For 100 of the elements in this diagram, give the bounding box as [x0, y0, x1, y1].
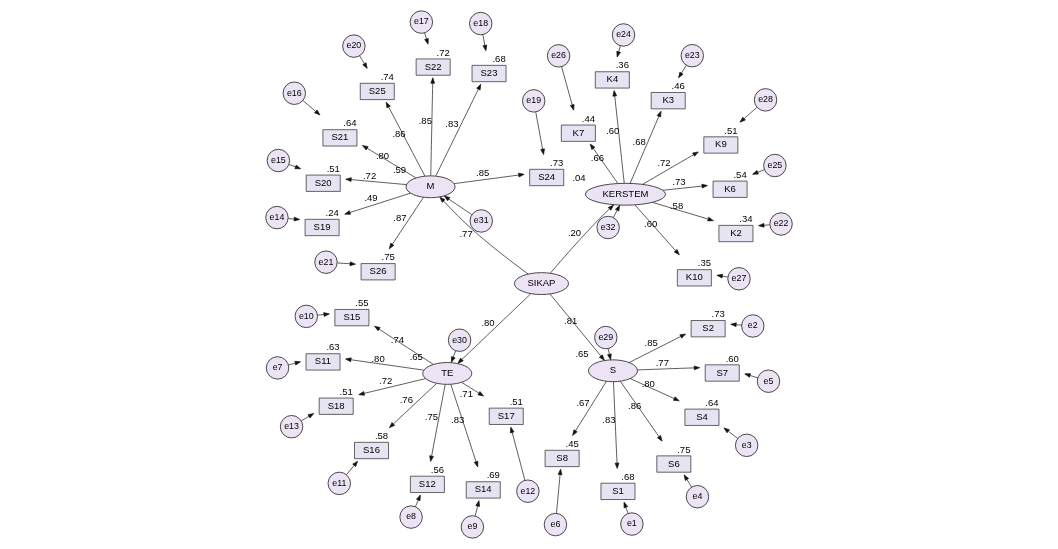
arrow — [716, 273, 729, 279]
node-circle: e18 — [469, 11, 493, 36]
arrow — [482, 34, 488, 52]
edge-label: .83 — [445, 118, 459, 130]
node-label: .51 — [326, 162, 340, 174]
arrow — [424, 32, 429, 45]
node-label: .54 — [733, 168, 747, 180]
node-label: .64 — [705, 396, 719, 408]
arrow — [288, 164, 301, 170]
arrow — [613, 381, 620, 469]
node-label: .58 — [374, 430, 389, 442]
node-circle: e11 — [327, 471, 351, 496]
edge-label: .86 — [392, 127, 406, 139]
arrow — [637, 365, 700, 371]
node-circle: e2 — [741, 314, 765, 338]
arrow — [652, 202, 714, 222]
node-label: .60 — [725, 352, 739, 364]
edge-label: .81 — [564, 315, 578, 327]
arrow — [630, 378, 680, 402]
edge-label: .72 — [362, 170, 377, 182]
node-circle: e15 — [266, 148, 291, 173]
node-label: .55 — [355, 297, 369, 309]
node-circle: e1 — [620, 512, 644, 536]
arrow — [388, 197, 424, 250]
node-circle: e20 — [342, 34, 366, 58]
arrow — [616, 45, 621, 58]
node-label: .59 — [392, 164, 407, 176]
node-circle: e7 — [265, 356, 290, 380]
node-label: .36 — [615, 59, 629, 71]
arrow — [430, 77, 435, 176]
node-circle: e12 — [516, 479, 540, 503]
node-circle: e30 — [447, 328, 472, 352]
node-circle: e17 — [409, 10, 433, 34]
edge-label: .76 — [399, 394, 413, 406]
arrow — [629, 333, 686, 363]
arrow — [435, 83, 482, 177]
arrow — [613, 205, 620, 218]
arrow — [359, 55, 368, 69]
edge-label: .87 — [393, 211, 407, 223]
arrow — [288, 216, 300, 222]
node-label: .72 — [436, 46, 450, 58]
arrow — [362, 145, 417, 179]
node-circle: e3 — [735, 433, 759, 457]
node-label: .75 — [677, 443, 691, 455]
edge-label: .80 — [371, 352, 385, 364]
arrow — [561, 66, 575, 111]
node-label: .65 — [575, 348, 589, 360]
arrow — [389, 383, 437, 428]
node-label: .64 — [343, 117, 357, 129]
arrow — [451, 350, 456, 363]
node-ellipse: KERSTEM — [584, 182, 666, 206]
edge-label: .49 — [364, 192, 378, 204]
arrow — [612, 90, 625, 184]
arrow — [744, 373, 759, 379]
arrow — [642, 151, 699, 185]
edge-label: .83 — [451, 414, 465, 426]
node-ellipse: TE — [422, 362, 473, 385]
arrow — [556, 468, 563, 514]
node-label: .34 — [739, 213, 753, 225]
arrow — [629, 110, 662, 184]
edge-label: .83 — [602, 413, 616, 425]
edge-label: .85 — [476, 167, 490, 179]
arrow — [634, 204, 680, 256]
edge-label: .72 — [657, 156, 671, 168]
edge-label: .80 — [641, 378, 655, 390]
arrow — [474, 500, 480, 517]
node-circle: e22 — [769, 212, 793, 236]
node-label: .04 — [572, 171, 586, 183]
node-label: .75 — [381, 251, 395, 263]
node-circle: e9 — [460, 515, 485, 539]
node-label: .51 — [724, 124, 738, 136]
node-circle: e8 — [399, 505, 423, 529]
arrow — [550, 204, 614, 274]
arrow — [730, 322, 742, 327]
node-label: .73 — [711, 308, 725, 320]
node-label: .56 — [430, 463, 445, 475]
arrow — [510, 426, 526, 481]
node-circle: e13 — [279, 415, 304, 439]
arrow — [457, 293, 531, 364]
node-circle: e29 — [594, 325, 618, 350]
node-circle: e23 — [680, 44, 704, 68]
edge-label: .72 — [379, 375, 393, 387]
edge-label: .85 — [644, 336, 658, 348]
arrow — [620, 381, 663, 442]
arrow — [607, 348, 612, 360]
edge-label: .80 — [375, 149, 390, 161]
node-label: .45 — [565, 438, 579, 450]
arrow — [344, 192, 411, 215]
node-ellipse: S — [588, 359, 638, 383]
arrow — [461, 382, 484, 397]
arrow — [439, 196, 529, 275]
node-circle: e21 — [314, 250, 338, 274]
arrow — [336, 261, 356, 266]
node-circle: e6 — [543, 512, 568, 537]
arrow — [454, 172, 525, 184]
edge-label: .68 — [632, 135, 646, 147]
node-circle: e19 — [522, 89, 546, 113]
edge-label: .60 — [606, 125, 620, 137]
node-circle: e27 — [727, 267, 751, 291]
arrow — [752, 169, 765, 175]
